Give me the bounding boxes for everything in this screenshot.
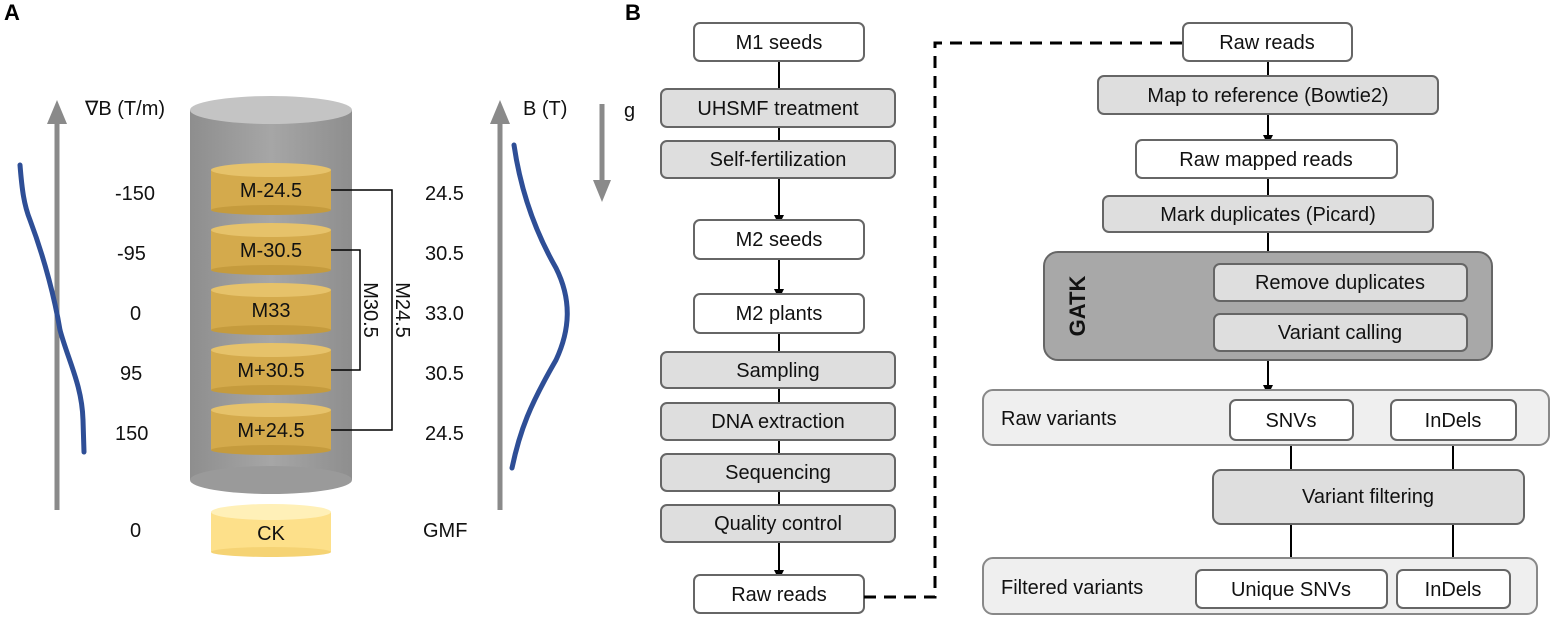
- filtered-variants-label: Filtered variants: [1001, 577, 1143, 599]
- step-box: SNVs: [1229, 399, 1354, 441]
- field-value: 24.5: [425, 423, 464, 445]
- disk: M33: [211, 283, 331, 335]
- step-box: Variant filtering: [1212, 469, 1525, 525]
- step-box: Sequencing: [660, 453, 896, 492]
- gatk-label: GATK: [1065, 276, 1090, 337]
- gravity-arrow: [593, 104, 611, 202]
- step-box: InDels: [1390, 399, 1517, 441]
- step-box: Quality control: [660, 504, 896, 543]
- step-label: InDels: [1425, 579, 1482, 601]
- step-box: Unique SNVs: [1195, 569, 1388, 609]
- control-label: CK: [257, 523, 285, 545]
- step-label: SNVs: [1265, 410, 1316, 432]
- step-label: Remove duplicates: [1255, 272, 1425, 294]
- field-value: 24.5: [425, 183, 464, 205]
- step-box: InDels: [1396, 569, 1511, 609]
- disk: M+24.5: [211, 403, 331, 455]
- left-flow: M1 seeds UHSMF treatment Self-fertilizat…: [660, 22, 896, 614]
- step-label: M1 seeds: [736, 32, 823, 54]
- bracket-inner: [331, 249, 361, 371]
- raw-variants-group: Raw variants SNVs InDels: [982, 389, 1550, 446]
- bracket-inner-label: M30.5: [359, 282, 381, 338]
- step-box: Raw mapped reads: [1135, 139, 1398, 179]
- step-label: Quality control: [714, 513, 842, 535]
- step-label: Variant calling: [1278, 322, 1402, 344]
- panel-b-letter: B: [625, 0, 641, 25]
- step-box: Self-fertilization: [660, 140, 896, 179]
- gradient-value: 0: [130, 303, 141, 325]
- gradient-value: 150: [115, 423, 148, 445]
- step-label: Raw reads: [1219, 32, 1315, 54]
- step-label: Unique SNVs: [1231, 579, 1351, 601]
- step-label: Self-fertilization: [710, 149, 847, 171]
- step-label: DNA extraction: [711, 411, 844, 433]
- disk: M-24.5: [211, 163, 331, 215]
- step-label: Sequencing: [725, 462, 831, 484]
- step-box: M1 seeds: [693, 22, 865, 62]
- control-disk: CK: [211, 504, 331, 557]
- disk: M-30.5: [211, 223, 331, 275]
- step-box: Remove duplicates: [1213, 263, 1468, 302]
- gatk-group: GATK Remove duplicates Variant calling: [1043, 251, 1493, 361]
- step-box: Raw reads: [693, 574, 865, 614]
- filtered-variants-group: Filtered variants Unique SNVs InDels: [982, 557, 1538, 615]
- field-axis-label: B (T): [523, 98, 567, 120]
- step-label: Raw reads: [731, 584, 827, 606]
- step-label: InDels: [1425, 410, 1482, 432]
- step-label: UHSMF treatment: [697, 98, 859, 120]
- step-box: UHSMF treatment: [660, 88, 896, 128]
- step-label: Variant filtering: [1302, 486, 1434, 508]
- step-label: M2 plants: [736, 303, 823, 325]
- step-box: M2 seeds: [693, 219, 865, 260]
- right-flow: Raw reads Map to reference (Bowtie2) Raw…: [1097, 22, 1439, 233]
- field-axis: [490, 100, 510, 510]
- panel-a-letter: A: [4, 0, 20, 25]
- step-box: Raw reads: [1182, 22, 1353, 62]
- gradient-value: -95: [117, 243, 146, 265]
- gradient-value: -150: [115, 183, 155, 205]
- field-value: 30.5: [425, 363, 464, 385]
- field-value: 33.0: [425, 303, 464, 325]
- step-box: Mark duplicates (Picard): [1102, 195, 1434, 233]
- step-label: Raw mapped reads: [1179, 149, 1352, 171]
- gradient-value: 95: [120, 363, 142, 385]
- step-box: Sampling: [660, 351, 896, 389]
- disk: M+30.5: [211, 343, 331, 395]
- gradient-value: 0: [130, 520, 141, 542]
- disk-label: M-30.5: [240, 240, 302, 262]
- step-label: Sampling: [736, 360, 819, 382]
- field-value: GMF: [423, 520, 467, 542]
- step-label: Map to reference (Bowtie2): [1147, 85, 1388, 107]
- bracket-outer: [331, 189, 393, 431]
- step-label: Mark duplicates (Picard): [1160, 204, 1376, 226]
- gravity-label: g: [624, 100, 635, 122]
- step-box: DNA extraction: [660, 402, 896, 441]
- disk-label: M-24.5: [240, 180, 302, 202]
- disk-label: M+24.5: [237, 420, 304, 442]
- step-box: M2 plants: [693, 293, 865, 334]
- field-curve: [509, 142, 570, 471]
- gradient-axis-label: ∇B (T/m): [84, 98, 165, 120]
- field-value: 30.5: [425, 243, 464, 265]
- gradient-curve: [17, 162, 87, 455]
- disk-label: M33: [252, 300, 291, 322]
- disk-stack: M-24.5 M-30.5 M33 M+30.5 M+24.5: [211, 163, 331, 455]
- disk-label: M+30.5: [237, 360, 304, 382]
- bracket-outer-label: M24.5: [391, 282, 413, 338]
- step-label: M2 seeds: [736, 229, 823, 251]
- dashed-link: [864, 41, 1183, 599]
- step-box: Map to reference (Bowtie2): [1097, 75, 1439, 115]
- raw-variants-label: Raw variants: [1001, 408, 1117, 430]
- step-box: Variant calling: [1213, 313, 1468, 352]
